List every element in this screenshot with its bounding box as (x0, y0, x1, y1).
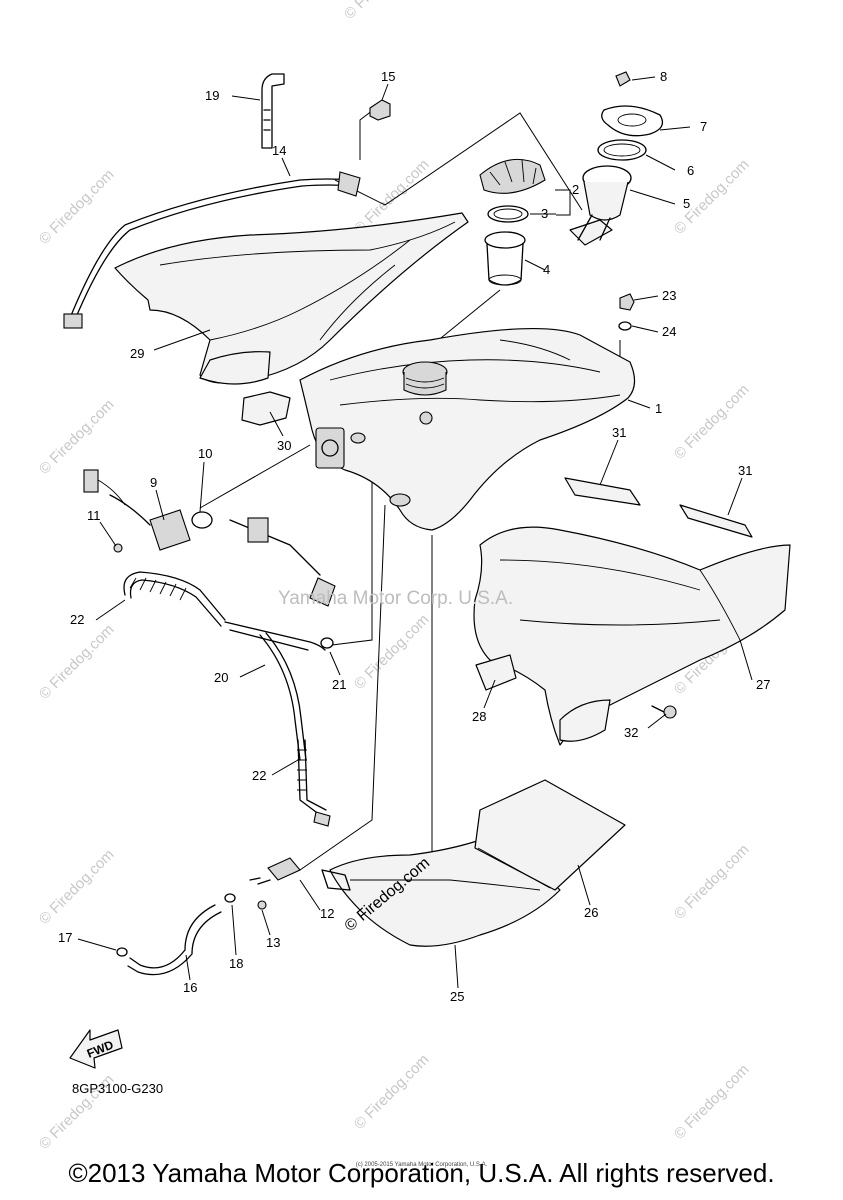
callout-15: 15 (381, 69, 395, 84)
center-watermark: Yamaha Motor Corp. U.S.A. (278, 588, 513, 609)
part-22-hose-upper (123, 571, 226, 627)
callout-28: 28 (472, 709, 486, 724)
callout-12: 12 (320, 906, 334, 921)
part-13-screw (257, 900, 267, 910)
part-21-clip (320, 637, 334, 649)
part-25-under-cover (321, 839, 561, 947)
watermark-tile: © Firedog.com (36, 396, 118, 478)
callout-8: 8 (660, 69, 667, 84)
part-29-left-cover (114, 212, 469, 385)
part-31-pad-a (564, 477, 641, 506)
callout-6: 6 (687, 163, 694, 178)
part-23-nut (619, 293, 635, 311)
callout-7: 7 (700, 119, 707, 134)
callout-1: 1 (655, 401, 662, 416)
part-19-clamp (261, 73, 285, 149)
watermark-tile: © Firedog.com (36, 846, 118, 928)
callout-21: 21 (332, 677, 346, 692)
callout-31-a: 31 (612, 425, 626, 440)
part-2-filler-cap (479, 158, 546, 194)
callout-30: 30 (277, 438, 291, 453)
part-5-fuel-pump (569, 165, 632, 246)
callout-10: 10 (198, 446, 212, 461)
part-3-gasket (487, 205, 529, 223)
callout-19: 19 (205, 88, 219, 103)
part-10-sender-unit (191, 511, 336, 607)
watermark-tile: © Firedog.com (36, 621, 118, 703)
callout-11: 11 (87, 508, 101, 523)
callout-16: 16 (183, 980, 197, 995)
callout-27: 27 (756, 677, 770, 692)
copyright-notice: ©2013 Yamaha Motor Corporation, U.S.A. A… (68, 1158, 775, 1188)
callout-23: 23 (662, 288, 676, 303)
callout-leaders (77, 76, 753, 989)
assembly-guide-lines (199, 109, 621, 905)
callout-26: 26 (584, 905, 598, 920)
callout-22-upper: 22 (70, 612, 84, 627)
watermark-tile: © Firedog.com (671, 381, 753, 463)
watermark-tile: © Firedog.com (671, 841, 753, 923)
part-20-hose (224, 621, 326, 761)
part-8-cap (615, 71, 631, 87)
part-32-bolt (651, 705, 677, 719)
part-1-fuel-tank (299, 328, 636, 531)
watermark-tile: © Firedog.com (671, 1061, 753, 1143)
part-7-plate (601, 105, 664, 137)
callout-2: 2 (572, 182, 579, 197)
part-4-collar (484, 231, 526, 286)
watermark-tile: © Firedog.com (341, 0, 423, 23)
callout-14: 14 (272, 143, 286, 158)
callout-25: 25 (450, 989, 464, 1004)
callout-29: 29 (130, 346, 144, 361)
callout-32: 32 (624, 725, 638, 740)
small-copyright: (c) 2005-2015 Yamaha Motor Corporation, … (355, 1162, 488, 1168)
callout-5: 5 (683, 196, 690, 211)
watermark-tile: © Firedog.com (351, 611, 433, 693)
part-18-clip (224, 893, 236, 903)
callout-31-b: 31 (738, 463, 752, 478)
part-6-gasket (597, 139, 647, 161)
callout-4: 4 (543, 262, 550, 277)
part-31-pad-b (679, 504, 753, 538)
part-code: 8GP3100-G230 (72, 1081, 163, 1096)
part-26-sheet (474, 779, 626, 891)
part-24-washer (618, 321, 632, 331)
watermark-tile: © Firedog.com (36, 166, 118, 248)
part-28-pad (475, 654, 517, 691)
callout-20: 20 (214, 670, 228, 685)
part-9-sender (83, 469, 191, 551)
fwd-arrow-icon: FWD (69, 1029, 123, 1069)
callout-18: 18 (229, 956, 243, 971)
callout-17: 17 (58, 930, 72, 945)
part-16-hose (127, 904, 222, 976)
watermark-tile: © Firedog.com (351, 1051, 433, 1133)
callout-24: 24 (662, 324, 676, 339)
part-30-pad (241, 391, 291, 426)
callout-22-lower: 22 (252, 768, 266, 783)
callout-3: 3 (541, 206, 548, 221)
part-17-clip (116, 947, 128, 957)
callout-13: 13 (266, 935, 280, 950)
part-22-hose-lower (297, 739, 331, 827)
part-15-clip (369, 99, 391, 121)
callout-9: 9 (150, 475, 157, 490)
callout-labels: 1 2 3 4 5 6 7 8 9 10 11 12 13 14 15 16 1… (58, 69, 770, 1004)
part-12-fuel-cock (249, 857, 301, 885)
part-27-right-cover (473, 526, 791, 746)
part-14-hose (63, 171, 361, 329)
